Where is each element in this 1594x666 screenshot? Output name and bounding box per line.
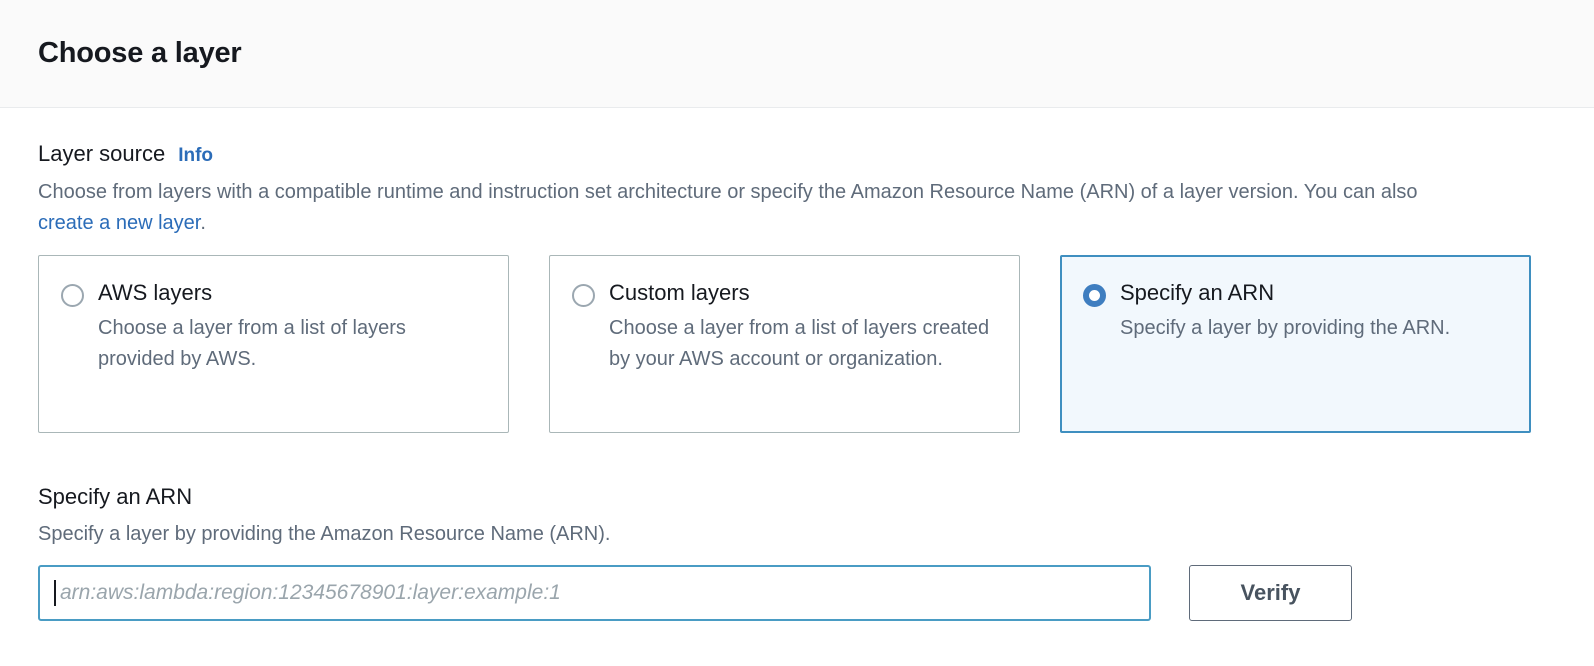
option-description-custom-layers: Choose a layer from a list of layers cre… (609, 317, 990, 371)
layer-source-option-specify-an-arn[interactable]: Specify an ARN Specify a layer by provid… (1060, 254, 1531, 433)
layer-source-description: Choose from layers with a compatible run… (38, 177, 1478, 239)
layer-source-description-text-1: Choose from layers with a compatible run… (38, 180, 1418, 203)
radio-icon-aws-layers[interactable] (61, 283, 84, 307)
arn-section-heading: Specify an ARN (38, 483, 193, 509)
option-description-aws-layers: Choose a layer from a list of layers pro… (98, 317, 406, 371)
dialog-header: Choose a layer (0, 0, 1594, 108)
layer-source-option-custom-layers[interactable]: Custom layers Choose a layer from a list… (549, 254, 1020, 433)
layer-source-option-aws-layers[interactable]: AWS layers Choose a layer from a list of… (38, 254, 509, 433)
option-text-aws-layers: AWS layers Choose a layer from a list of… (98, 280, 486, 375)
layer-source-label: Layer source (38, 141, 166, 166)
arn-input-container[interactable] (38, 565, 1151, 622)
radio-icon-specify-an-arn[interactable] (1083, 283, 1106, 307)
arn-section-subtext: Specify a layer by providing the Amazon … (38, 523, 611, 546)
dialog-body: Layer source Info Choose from layers wit… (0, 108, 1594, 622)
create-a-new-layer-link[interactable]: create a new layer (38, 211, 201, 234)
layer-source-label-row: Layer source Info (38, 140, 1556, 168)
layer-source-description-text-2: . (200, 211, 206, 234)
option-description-specify-an-arn: Specify a layer by providing the ARN. (1120, 317, 1451, 340)
option-title-aws-layers: AWS layers (98, 279, 213, 305)
option-text-specify-an-arn: Specify an ARN Specify a layer by provid… (1120, 280, 1508, 344)
dialog-title: Choose a layer (38, 36, 242, 69)
option-text-custom-layers: Custom layers Choose a layer from a list… (609, 280, 997, 375)
layer-source-options: AWS layers Choose a layer from a list of… (38, 254, 1556, 433)
arn-section: Specify an ARN Specify a layer by provid… (38, 483, 1556, 622)
arn-input[interactable] (56, 567, 1135, 620)
option-title-custom-layers: Custom layers (609, 279, 750, 305)
option-title-specify-an-arn: Specify an ARN (1120, 279, 1275, 305)
text-caret (54, 580, 56, 607)
arn-input-row: Verify (38, 565, 1556, 622)
radio-icon-custom-layers[interactable] (572, 283, 595, 307)
verify-button[interactable]: Verify (1189, 565, 1352, 622)
info-link[interactable]: Info (178, 145, 214, 166)
